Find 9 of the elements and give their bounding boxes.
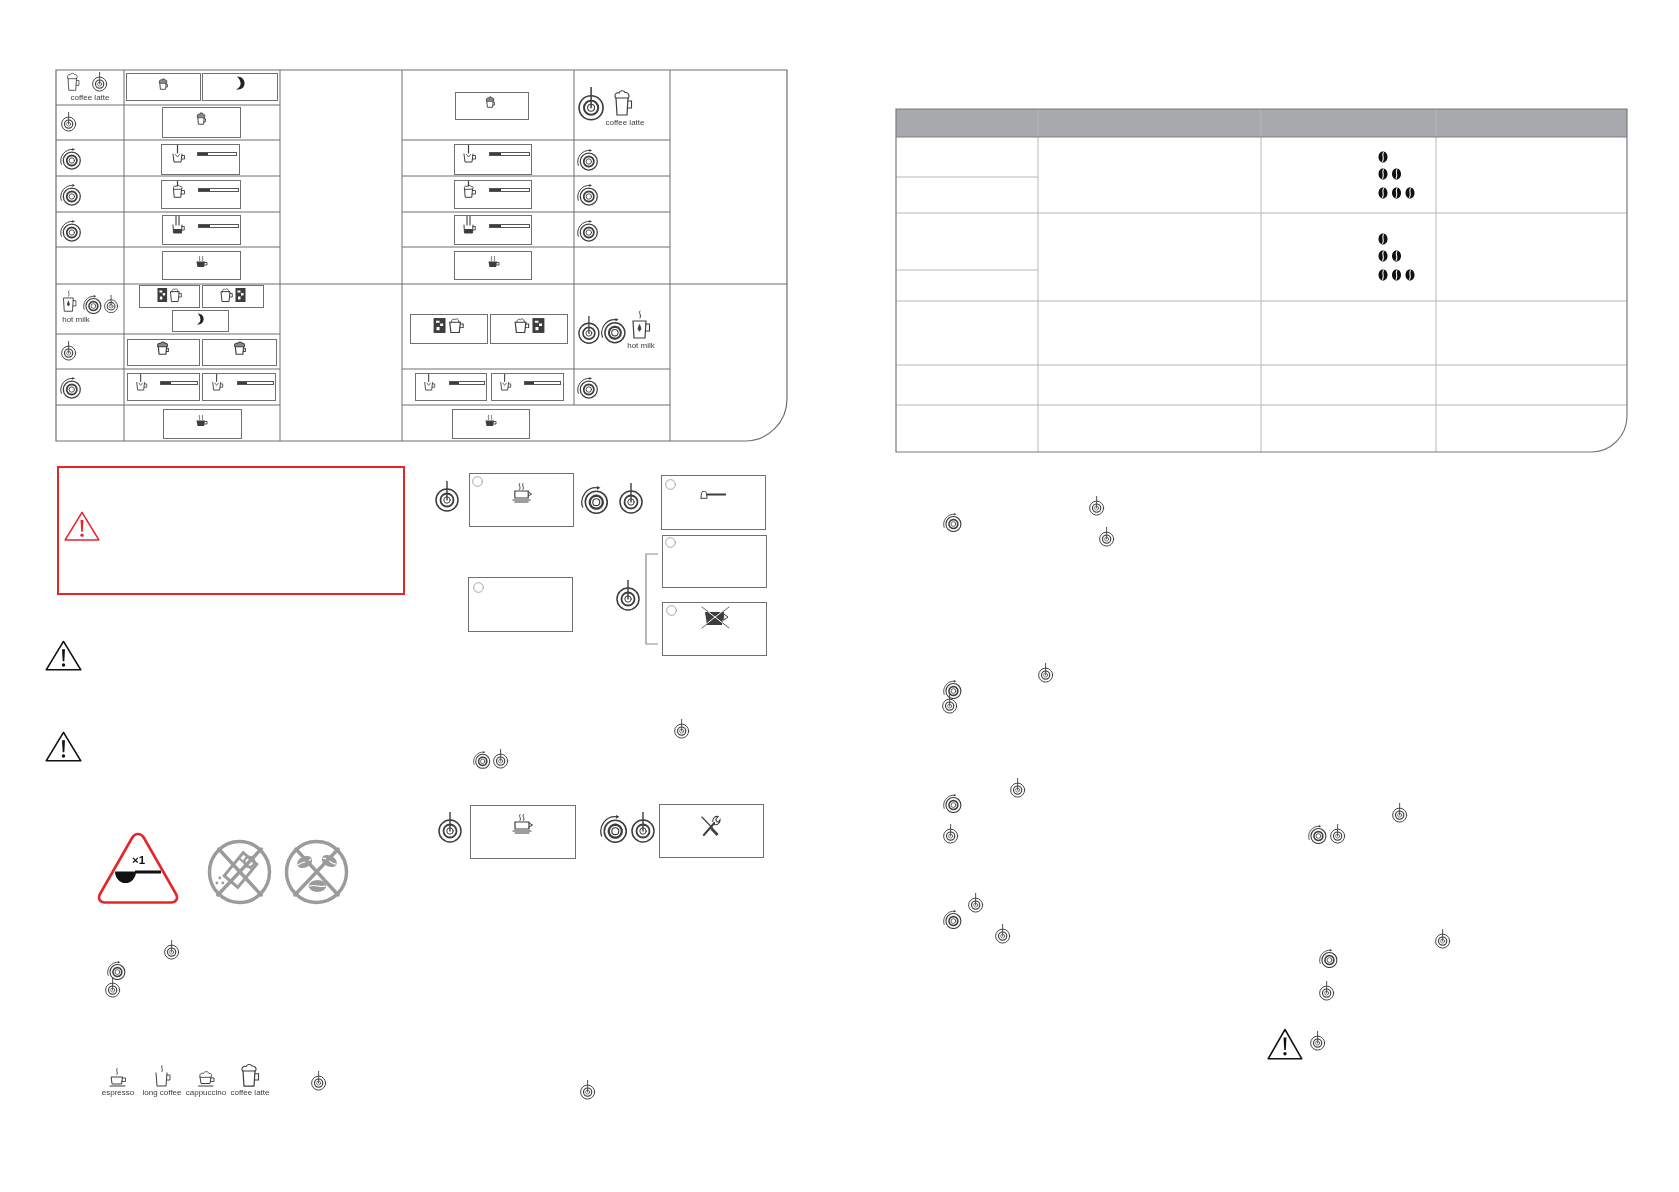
icon-caption: coffee latte [230,1089,270,1097]
icon-caption: cappuccino [185,1089,227,1097]
icon-caption: hot milk [62,316,90,324]
icon-caption: coffee latte [70,94,110,102]
icon-caption: espresso [101,1089,135,1097]
quantity-text: ×1 [131,855,146,867]
icon-caption: hot milk [627,342,655,350]
icon-caption: long coffee [142,1089,182,1097]
icon-caption: coffee latte [605,119,645,127]
